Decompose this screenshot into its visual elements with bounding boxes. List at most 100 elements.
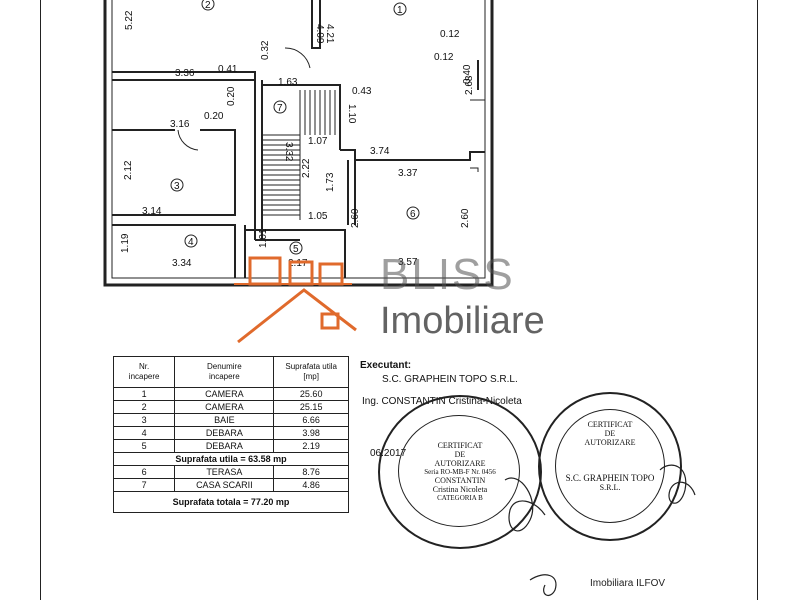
- dimension-label: 2.68: [464, 75, 475, 95]
- table-header-row: Nr. incapere Denumire incapere Suprafata…: [112, 356, 349, 388]
- stamp-line: S.C. GRAPHEIN TOPO: [565, 473, 655, 483]
- dimension-label: 2.12: [123, 160, 134, 180]
- room-label: 6: [410, 209, 416, 220]
- room-6-marker: [406, 206, 420, 220]
- executant-company: S.C. GRAPHEIN TOPO S.R.L.: [382, 374, 518, 385]
- row-name: DEBARA: [174, 439, 275, 453]
- page-border-right: [757, 0, 758, 600]
- stamp-line: DE: [454, 450, 466, 459]
- room-5-marker: [289, 241, 303, 255]
- stamp-line: S.R.L.: [599, 483, 621, 492]
- dimension-label: 4.21: [324, 24, 335, 44]
- dimension-label: 1.10: [346, 104, 357, 124]
- dimension-label: 0.32: [260, 40, 271, 60]
- table-row: 6 TERASA 8.76: [112, 465, 349, 479]
- room-1-marker: [393, 2, 407, 16]
- header-area: Suprafata utila [mp]: [273, 356, 349, 388]
- dimension-label: 3.74: [370, 146, 390, 157]
- room-4-marker: [184, 234, 198, 248]
- dimension-label: 3.36: [175, 68, 195, 79]
- row-name: DEBARA: [174, 426, 275, 440]
- row-nr: 6: [112, 465, 176, 479]
- dimension-label: 0.20: [204, 111, 224, 122]
- dimension-label: 4.09: [314, 24, 325, 44]
- row-name: BAIE: [174, 413, 275, 427]
- room-label: 4: [188, 237, 194, 248]
- dimension-label: 1.19: [120, 233, 131, 253]
- table-row: 4 DEBARA 3.98: [112, 426, 349, 440]
- dimension-label: 0.43: [352, 86, 372, 97]
- table-row: 7 CASA SCARII 4.86: [112, 478, 349, 492]
- room-label: 5: [293, 244, 299, 255]
- dimension-label: 1.01: [258, 228, 269, 248]
- row-name: TERASA: [174, 465, 275, 479]
- dimension-label: 3.34: [172, 258, 192, 269]
- dimension-label: 0.20: [226, 86, 237, 106]
- dimension-label: 1.05: [308, 211, 328, 222]
- row-nr: 7: [112, 478, 176, 492]
- dimension-label: 1.63: [278, 77, 298, 88]
- dimension-label: 3.37: [398, 168, 418, 179]
- stamp-line: Seria RO-MB-F Nr. 0456: [424, 468, 496, 476]
- stamp-line: CERTIFICAT: [587, 420, 633, 429]
- room-label: 2: [205, 0, 211, 11]
- dimension-label: 2.60: [350, 208, 361, 228]
- dimension-label: 0.40: [462, 64, 473, 84]
- authorization-stamp: CERTIFICAT DE AUTORIZARE Seria RO-MB-F N…: [378, 395, 542, 549]
- company-stamp: CERTIFICAT DE AUTORIZARE S.C. GRAPHEIN T…: [538, 392, 682, 541]
- header-name: Denumire incapere: [174, 356, 275, 388]
- useful-total-row: Suprafata utila = 63.58 mp: [113, 452, 349, 466]
- header-nr: Nr. incapere: [112, 356, 176, 388]
- stamp-inner-ring: [398, 415, 520, 527]
- stamp-line: DE: [604, 429, 616, 438]
- room-2-marker: [201, 0, 215, 11]
- row-area: 4.86: [273, 478, 349, 492]
- page-border-left: [40, 0, 41, 600]
- logo-subtitle: Imobiliare: [380, 300, 545, 342]
- row-area: 6.66: [273, 413, 349, 427]
- stamp-line: AUTORIZARE: [584, 438, 636, 447]
- dimension-label: 0.12: [434, 52, 454, 63]
- dimension-label: 1.07: [308, 136, 328, 147]
- row-area: 25.15: [273, 400, 349, 414]
- dimension-label: 2.22: [301, 158, 312, 178]
- stamp-line: AUTORIZARE: [434, 459, 486, 468]
- row-nr: 2: [112, 400, 176, 414]
- room-7-marker: [273, 100, 287, 114]
- watermark-logo: BLISS Imobiliare: [234, 250, 574, 350]
- row-nr: 1: [112, 387, 176, 401]
- dimension-label: 5.22: [124, 10, 135, 30]
- row-name: CASA SCARII: [174, 478, 275, 492]
- room-label: 7: [277, 103, 283, 114]
- row-name: CAMERA: [174, 400, 275, 414]
- room-label: 1: [397, 5, 403, 16]
- row-area: 8.76: [273, 465, 349, 479]
- stamp-line: CONSTANTIN: [434, 476, 486, 485]
- room-label: 3: [174, 181, 180, 192]
- dimension-label: 0.41: [218, 64, 238, 75]
- row-name: CAMERA: [174, 387, 275, 401]
- stamp-line: CERTIFICAT: [437, 441, 483, 450]
- grand-total: Suprafata totala = 77.20 mp: [113, 491, 349, 513]
- logo-name: BLISS: [380, 250, 515, 299]
- house-logo-icon: [234, 256, 357, 344]
- dimension-label: 2.60: [460, 208, 471, 228]
- dimension-label: 3.14: [142, 206, 162, 217]
- dimension-label: 0.12: [440, 29, 460, 40]
- stamp-line: Cristina Nicoleta: [432, 485, 488, 494]
- footer-text: Imobiliara ILFOV: [590, 578, 666, 589]
- rooms-table: Nr. incapere Denumire incapere Suprafata…: [112, 356, 349, 513]
- row-nr: 3: [112, 413, 176, 427]
- room-3-marker: [170, 178, 184, 192]
- dimension-label: 3.57: [398, 257, 418, 268]
- table-row: 5 DEBARA 2.19: [112, 439, 349, 453]
- stamp-line: CATEGORIA B: [437, 494, 483, 502]
- row-area: 3.98: [273, 426, 349, 440]
- dimension-label: 3.32: [283, 142, 294, 162]
- table-row: 2 CAMERA 25.15: [112, 400, 349, 414]
- row-area: 2.19: [273, 439, 349, 453]
- grand-total-row: Suprafata totala = 77.20 mp: [113, 491, 349, 513]
- table-row: 1 CAMERA 25.60: [112, 387, 349, 401]
- table-row: 3 BAIE 6.66: [112, 413, 349, 427]
